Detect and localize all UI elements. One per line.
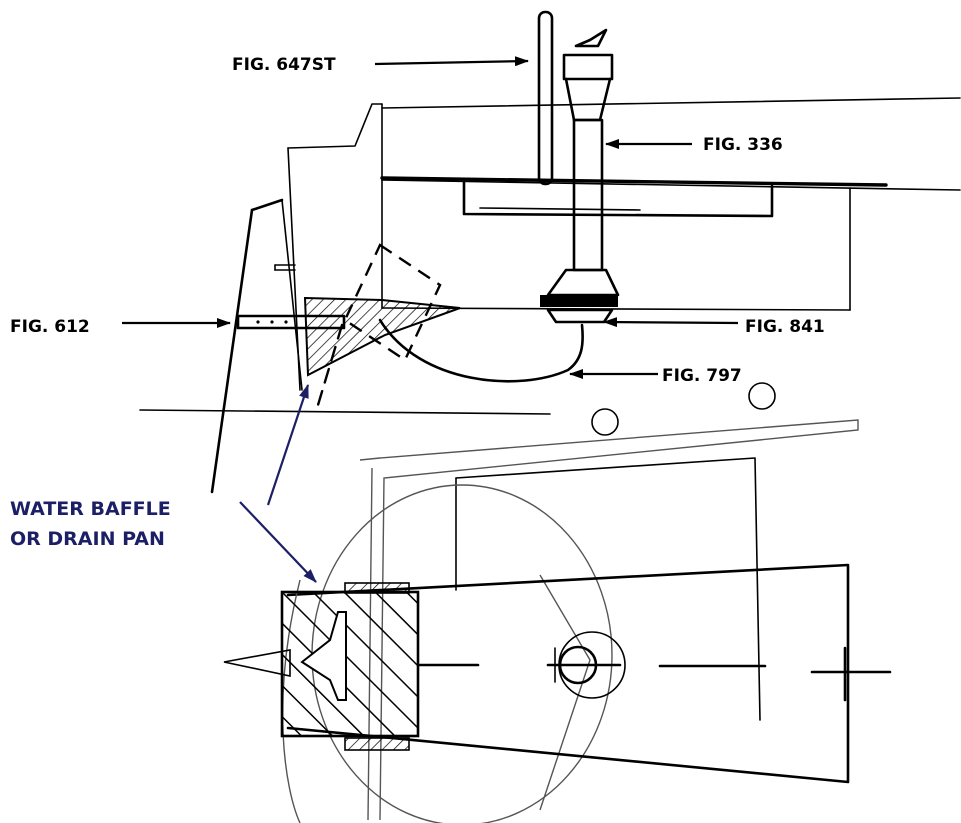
svg-text:FIG. 841: FIG. 841 (745, 317, 825, 337)
hole-right (748, 382, 776, 410)
label-fig-612: FIG. 612 (10, 317, 231, 337)
svg-text:FIG. 336: FIG. 336 (703, 135, 783, 155)
fig-336-sprinkler (540, 28, 620, 324)
label-fig-336: FIG. 336 (605, 135, 783, 155)
fig-647st-rod (537, 10, 554, 186)
svg-text:FIG. 612: FIG. 612 (10, 317, 90, 337)
arrow-841 (603, 317, 739, 328)
callout-line-2: OR DRAIN PAN (10, 528, 165, 550)
label-fig-647st: FIG. 647ST (232, 55, 529, 75)
ceiling-line (139, 409, 551, 415)
lower-fixture (223, 419, 892, 823)
label-water-baffle: WATER BAFFLE OR DRAIN PAN (10, 384, 317, 583)
svg-text:FIG. 647ST: FIG. 647ST (232, 55, 336, 75)
callout-line-1: WATER BAFFLE (10, 498, 171, 520)
hole-left (591, 408, 619, 436)
fig-797-hose (378, 318, 584, 383)
water-baffle-drain-pan (303, 296, 461, 377)
label-fig-841: FIG. 841 (603, 317, 825, 337)
ceiling-structure (274, 97, 961, 391)
arrow-baffle-top (266, 384, 310, 506)
dashed-outline (343, 243, 442, 362)
arrow-baffle-bottom (239, 501, 317, 583)
svg-text:FIG. 797: FIG. 797 (662, 366, 742, 386)
label-fig-797: FIG. 797 (569, 366, 742, 386)
arrow-647st (374, 56, 529, 67)
left-wall (210, 198, 303, 494)
